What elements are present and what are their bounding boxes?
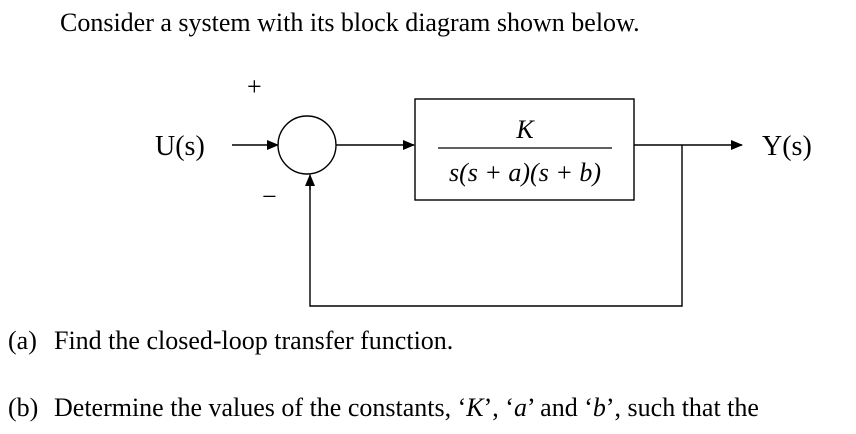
question-b-text-3: ’ and ‘ <box>526 393 593 422</box>
summing-junction <box>277 115 337 175</box>
question-a-label: (a) <box>8 326 37 355</box>
question-b-text-1: Determine the values of the constants, ‘ <box>54 393 467 422</box>
transfer-function-block <box>414 98 635 201</box>
question-b-var-k: K <box>466 393 484 422</box>
plus-sign: + <box>247 72 262 101</box>
question-b-label: (b) <box>8 393 39 422</box>
question-b-text-4: ’, such that the <box>605 393 759 422</box>
question-b-text-2: ’, ‘ <box>483 393 514 422</box>
question-b-var-a: a <box>513 393 527 422</box>
question-b: (b) Determine the values of the constants… <box>8 393 759 423</box>
question-a: (a) Find the closed-loop transfer functio… <box>8 326 453 356</box>
intro-text: Consider a system with its block diagram… <box>60 8 640 37</box>
output-label: Y(s) <box>762 131 812 162</box>
input-label: U(s) <box>155 131 205 162</box>
feedback-path <box>309 145 683 307</box>
minus-sign: − <box>262 182 277 211</box>
question-a-text: Find the closed-loop transfer function. <box>54 326 454 355</box>
tf-denominator: s(s + a)(s + b) <box>449 158 601 187</box>
tf-numerator: K <box>515 115 535 144</box>
question-b-var-b: b <box>592 393 606 422</box>
